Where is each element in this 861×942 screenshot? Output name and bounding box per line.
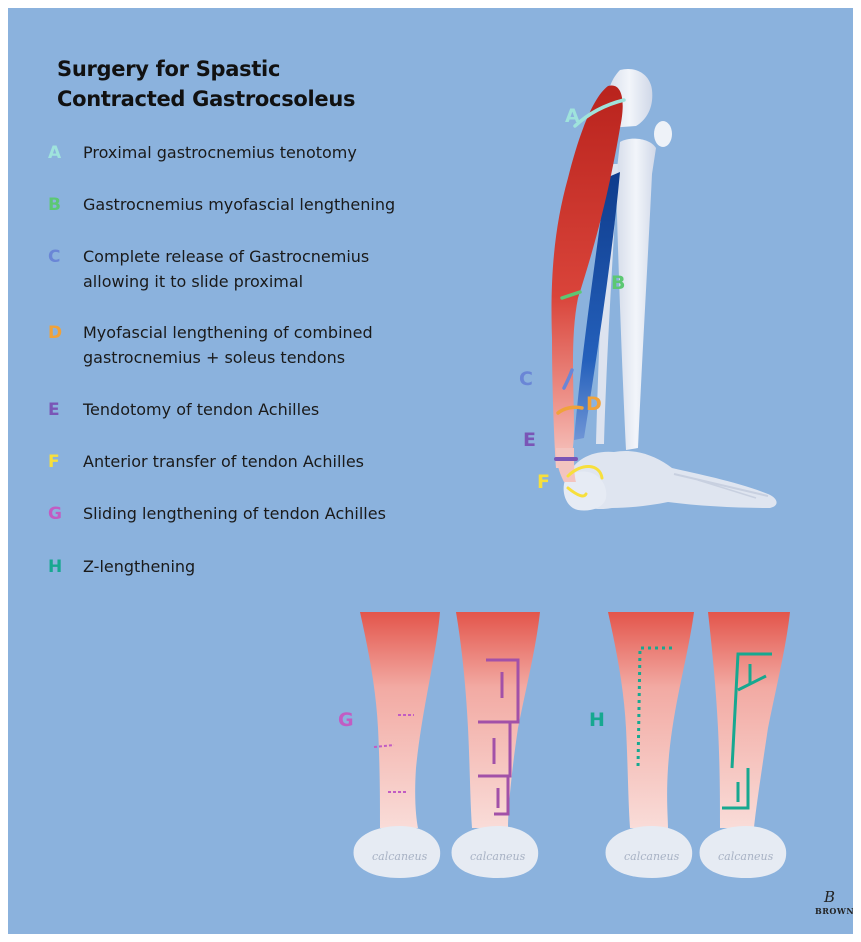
leg-label-a: A (565, 105, 580, 127)
detail-g-after: calcaneus (452, 612, 540, 878)
tibia (616, 139, 656, 450)
calcaneus-label-g2: calcaneus (470, 850, 526, 863)
leg-label-b: B (611, 272, 625, 294)
leg-label-e: E (523, 429, 536, 451)
leg-label-c: C (519, 368, 533, 390)
calcaneus-label-g1: calcaneus (372, 850, 428, 863)
tendon-g1 (360, 612, 440, 828)
detail-h-after: calcaneus (700, 612, 790, 878)
detail-label-g: G (338, 709, 354, 731)
achilles-tendon (556, 448, 576, 482)
calcaneus-label-h1: calcaneus (624, 850, 680, 863)
detail-g-before: calcaneus (354, 612, 441, 878)
artist-signature-mark: B (824, 888, 835, 906)
leg-anatomy (552, 69, 777, 511)
tendon-h1 (608, 612, 694, 828)
detail-label-h: H (589, 709, 605, 731)
leg-label-d: D (586, 393, 602, 415)
illustration-panel: Surgery for Spastic Contracted Gastrocso… (8, 8, 853, 934)
artist-signature: BROWNE (815, 906, 853, 916)
leg-label-f: F (537, 471, 550, 493)
detail-h-before: calcaneus (606, 612, 694, 878)
anatomy-illustration: A B C D E F calcaneus G calcaneus calcan… (8, 8, 853, 934)
calcaneus-label-h2: calcaneus (718, 850, 774, 863)
patella (654, 121, 672, 147)
